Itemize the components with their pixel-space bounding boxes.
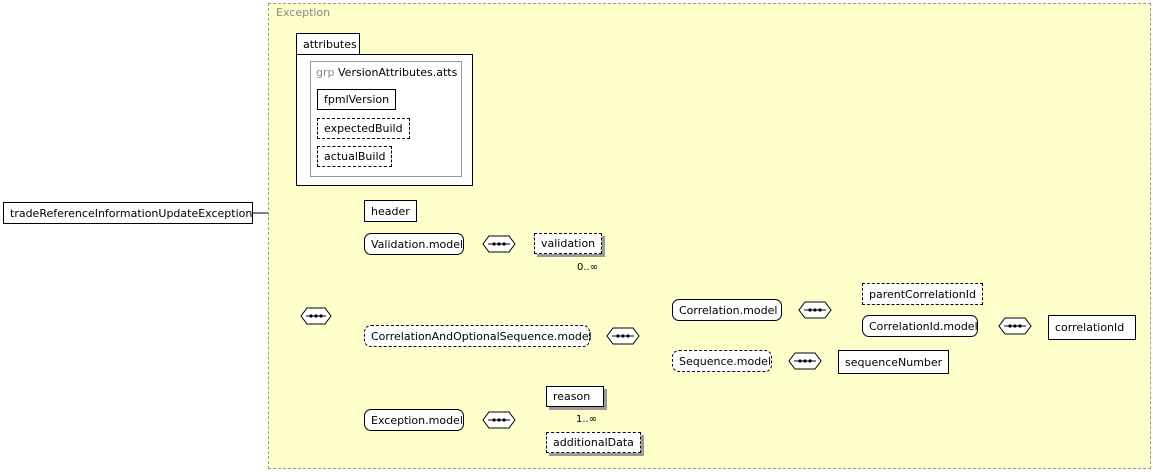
group-correlation-and-optional-sequence-model[interactable]: CorrelationAndOptionalSequence.model	[364, 325, 592, 347]
sequence-compositor-icon	[482, 411, 516, 429]
sequence-compositor-icon	[482, 235, 516, 253]
element-correlation-id[interactable]: correlationId	[1048, 315, 1136, 340]
attribute-group-name: VersionAttributes.atts	[338, 66, 458, 79]
attribute-group-label: grp VersionAttributes.atts	[316, 66, 457, 79]
element-additional-data[interactable]: additionalData	[546, 432, 641, 453]
group-correlation-id-model[interactable]: CorrelationId.model	[862, 315, 978, 337]
attribute-expected-build[interactable]: expectedBuild	[317, 118, 410, 139]
reason-occurrence: 1..∞	[576, 414, 598, 425]
attribute-actual-build[interactable]: actualBuild	[317, 146, 393, 167]
element-header[interactable]: header	[364, 200, 417, 222]
attribute-group-prefix: grp	[316, 66, 335, 79]
attribute-fpml-version[interactable]: fpmlVersion	[317, 89, 397, 110]
group-exception-model[interactable]: Exception.model	[364, 409, 464, 431]
element-sequence-number[interactable]: sequenceNumber	[838, 350, 950, 374]
validation-occurrence: 0..∞	[577, 262, 599, 273]
element-validation[interactable]: validation	[534, 233, 603, 254]
sequence-compositor-icon	[300, 307, 332, 325]
element-reason[interactable]: reason	[546, 386, 604, 407]
sequence-compositor-icon	[998, 317, 1032, 335]
sequence-compositor-icon	[606, 327, 640, 345]
sequence-compositor-icon	[798, 301, 832, 319]
group-sequence-model[interactable]: Sequence.model	[672, 350, 772, 372]
group-correlation-model[interactable]: Correlation.model	[672, 299, 782, 321]
attributes-tab[interactable]: attributes	[296, 33, 360, 55]
group-validation-model[interactable]: Validation.model	[364, 233, 464, 255]
exception-type-label: Exception	[276, 6, 331, 19]
sequence-compositor-icon	[788, 352, 822, 370]
root-element[interactable]: tradeReferenceInformationUpdateException	[3, 202, 253, 224]
element-parent-correlation-id[interactable]: parentCorrelationId	[862, 283, 983, 305]
